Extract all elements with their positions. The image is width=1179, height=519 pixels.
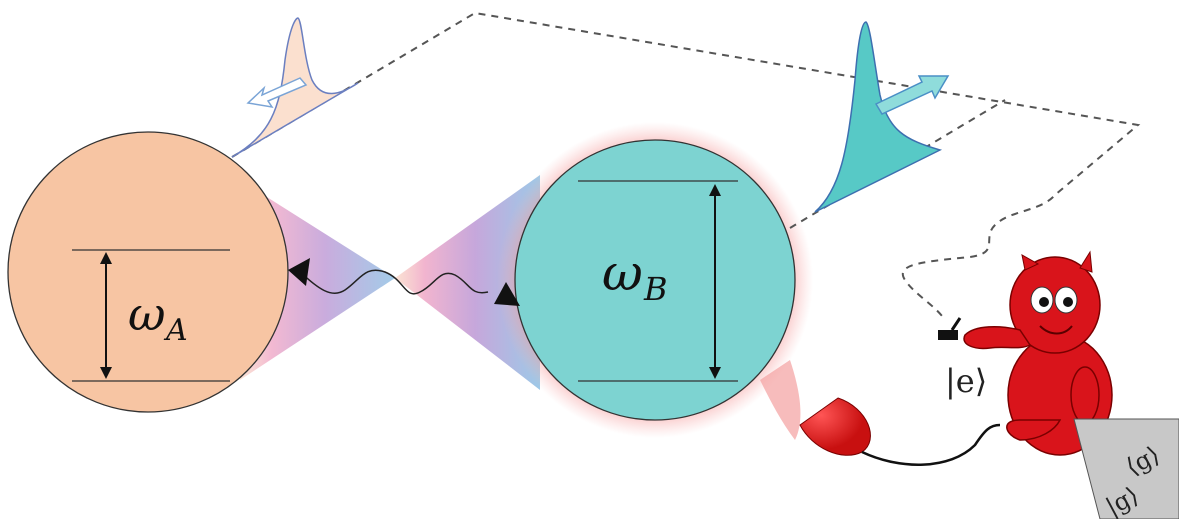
detector-dish (799, 397, 1001, 466)
photon-arrow-right-icon (494, 282, 520, 306)
arrow-left-icon (246, 77, 308, 109)
ket-e-label: |e⟩ (945, 362, 987, 400)
switch-icon (938, 317, 962, 340)
omega-b-subscript: B (643, 270, 668, 308)
omega-a-label: ω (128, 287, 166, 341)
wave-packet-b (814, 21, 950, 213)
wave-packet-a (231, 17, 359, 158)
atom-a: ω A (7, 131, 289, 413)
atom-b: ω B (514, 139, 796, 421)
photon-arrow-left-icon (288, 258, 310, 286)
photon-path-dashed (231, 11, 1141, 321)
arrow-right-icon (874, 75, 950, 115)
omega-a-subscript: A (163, 313, 188, 348)
omega-b-label: ω (602, 244, 643, 302)
ground-state-bin-icon: |g⟩ ⟨g⟩ (1073, 418, 1179, 519)
photon-wavy-line (288, 258, 520, 306)
demon-figure-icon (963, 250, 1113, 456)
